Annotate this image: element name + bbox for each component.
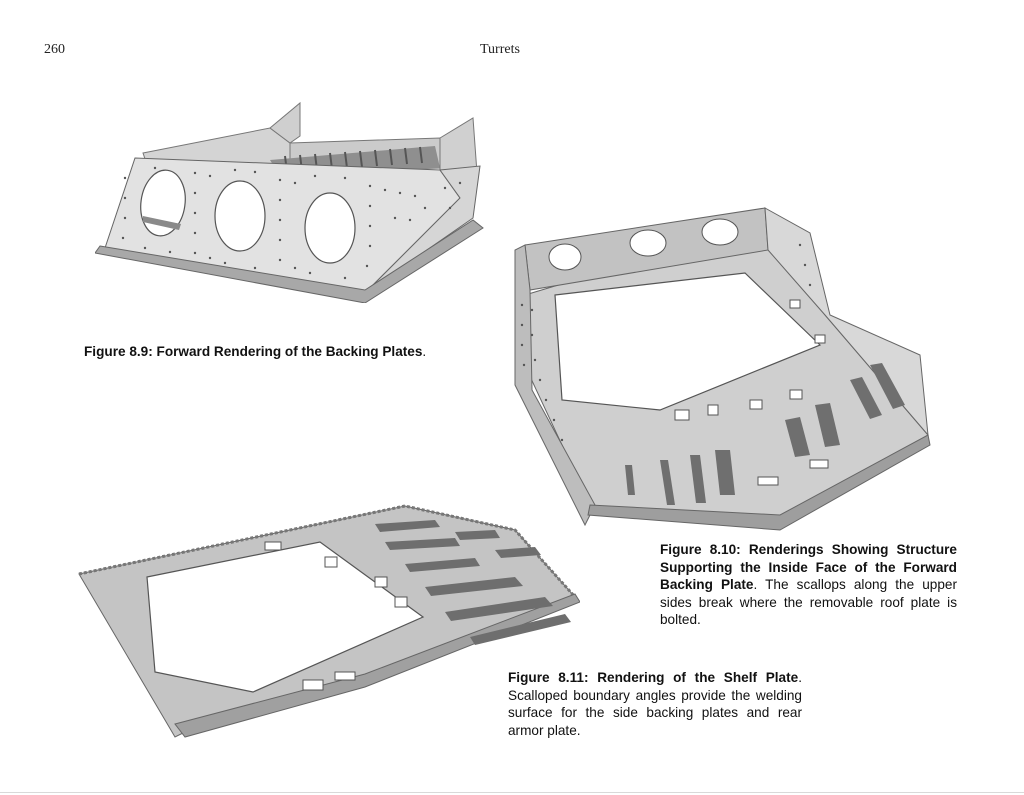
shelf-plate-illustration: [78, 504, 580, 738]
page-bottom-rule: [0, 792, 1024, 793]
figure-8-9-title-end: .: [422, 344, 427, 359]
backing-plates-forward-illustration: [95, 101, 484, 303]
figure-8-11-caption: Figure 8.11: Rendering of the Shelf Plat…: [508, 669, 802, 739]
figure-8-9-rendering: [95, 98, 490, 303]
figure-8-10-caption: Figure 8.10: Renderings Showing Structur…: [660, 541, 957, 629]
figure-8-10-rendering: [510, 205, 935, 535]
page-number: 260: [44, 42, 65, 57]
figure-8-10-body: The scallops along the upper sides break…: [660, 577, 957, 627]
figure-8-11-rendering: [75, 502, 580, 740]
figure-8-9-caption: Figure 8.9: Forward Rendering of the Bac…: [84, 343, 426, 361]
figure-8-11-body: Scalloped boundary angles provide the we…: [508, 687, 802, 738]
figure-8-10-label: Figure 8.10:: [660, 542, 741, 557]
figure-8-9-label: Figure 8.9:: [84, 344, 153, 359]
figure-8-11-title: Rendering of the Shelf Plate: [597, 670, 799, 685]
figure-8-10-title: Renderings Showing Structure Supporting …: [660, 542, 957, 592]
figure-8-9-title: Forward Rendering of the Backing Plates: [156, 344, 423, 359]
running-head: Turrets: [480, 42, 520, 57]
inside-face-structure-illustration: [514, 207, 931, 531]
figure-8-11-label: Figure 8.11:: [508, 670, 589, 685]
figure-8-10-title-end: .: [753, 577, 758, 592]
figure-8-11-title-end: .: [798, 670, 802, 685]
